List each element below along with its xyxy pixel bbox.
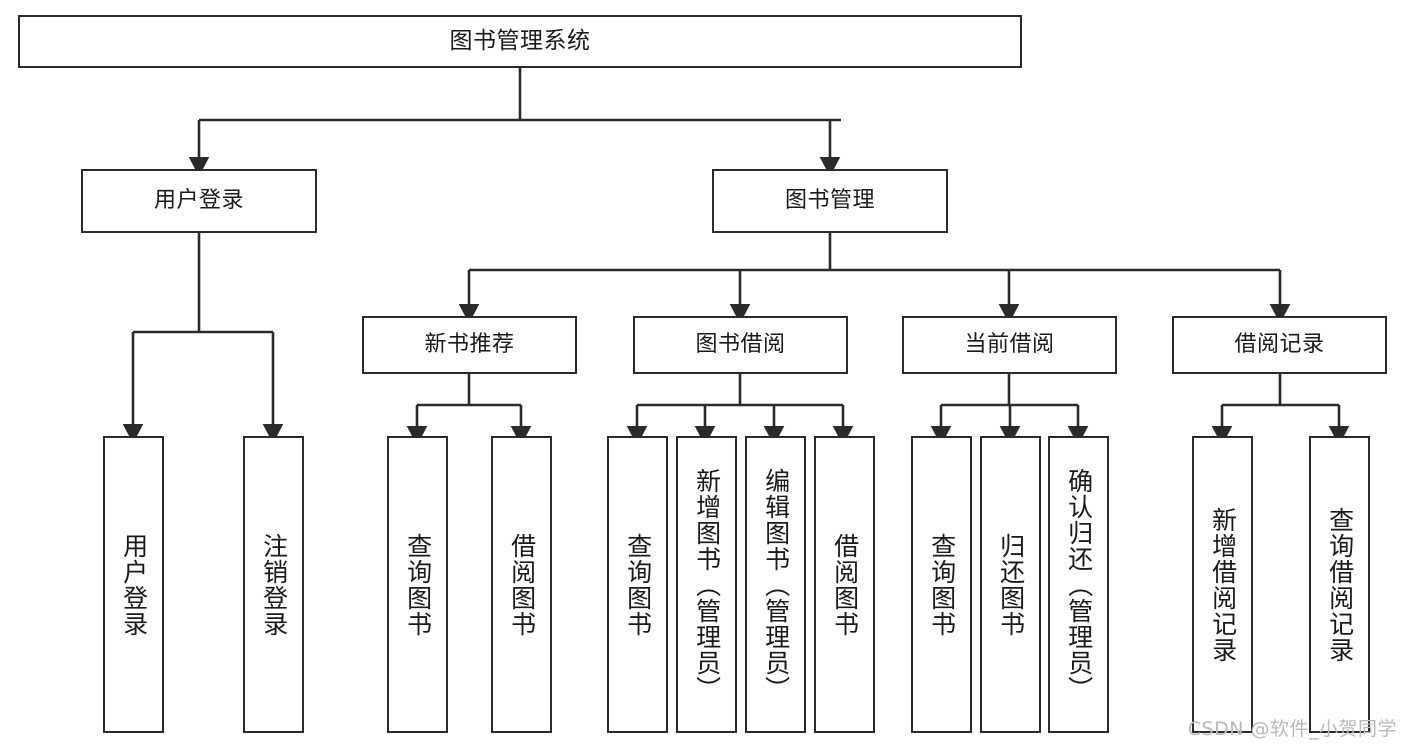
leaf-logout[interactable]: 注销登录 — [243, 436, 304, 733]
node-borrow-records[interactable]: 借阅记录 — [1172, 316, 1387, 374]
node-label: 查询图书 — [927, 532, 957, 637]
node-current-borrow[interactable]: 当前借阅 — [902, 316, 1117, 374]
node-label: 用户登录 — [119, 532, 149, 637]
node-new-book-recommend[interactable]: 新书推荐 — [362, 316, 577, 374]
node-label: 借阅记录 — [1234, 332, 1325, 358]
node-label: 查询借阅记录 — [1325, 506, 1355, 663]
node-label: 图书借阅 — [695, 332, 786, 358]
leaf-newbook-borrow-books[interactable]: 借阅图书 — [491, 436, 552, 733]
node-label: 确认归还（管理员） — [1064, 467, 1094, 702]
node-label: 图书管理 — [784, 188, 875, 214]
node-label: 借阅图书 — [507, 532, 537, 637]
node-label: 新增借阅记录 — [1208, 506, 1238, 663]
leaf-borrow-query-books[interactable]: 查询图书 — [607, 436, 668, 733]
leaf-records-add-record[interactable]: 新增借阅记录 — [1192, 436, 1253, 733]
leaf-borrow-add-book-admin[interactable]: 新增图书（管理员） — [676, 436, 737, 733]
node-label: 归还图书 — [996, 532, 1026, 637]
node-user-login[interactable]: 用户登录 — [81, 169, 317, 233]
node-label: 新书推荐 — [424, 332, 515, 358]
node-label: 当前借阅 — [964, 332, 1055, 358]
leaf-borrow-edit-book-admin[interactable]: 编辑图书（管理员） — [745, 436, 806, 733]
node-label: 图书管理系统 — [449, 28, 591, 55]
leaf-borrow-borrow-books[interactable]: 借阅图书 — [814, 436, 875, 733]
node-label: 查询图书 — [403, 532, 433, 637]
node-label: 编辑图书（管理员） — [761, 467, 791, 702]
leaf-records-query-record[interactable]: 查询借阅记录 — [1309, 436, 1370, 733]
leaf-newbook-query-books[interactable]: 查询图书 — [387, 436, 448, 733]
node-label: 新增图书（管理员） — [692, 467, 722, 702]
node-root-system[interactable]: 图书管理系统 — [18, 15, 1022, 68]
leaf-current-query-books[interactable]: 查询图书 — [911, 436, 972, 733]
csdn-watermark: CSDN @软件_小贺同学 — [1187, 718, 1397, 740]
node-label: 注销登录 — [259, 532, 289, 637]
node-label: 查询图书 — [623, 532, 653, 637]
node-book-borrow[interactable]: 图书借阅 — [633, 316, 848, 374]
node-book-management[interactable]: 图书管理 — [712, 169, 948, 233]
leaf-current-confirm-return-admin[interactable]: 确认归还（管理员） — [1048, 436, 1109, 733]
node-label: 借阅图书 — [830, 532, 860, 637]
leaf-current-return-books[interactable]: 归还图书 — [980, 436, 1041, 733]
leaf-user-login[interactable]: 用户登录 — [103, 436, 164, 733]
node-label: 用户登录 — [153, 188, 244, 214]
